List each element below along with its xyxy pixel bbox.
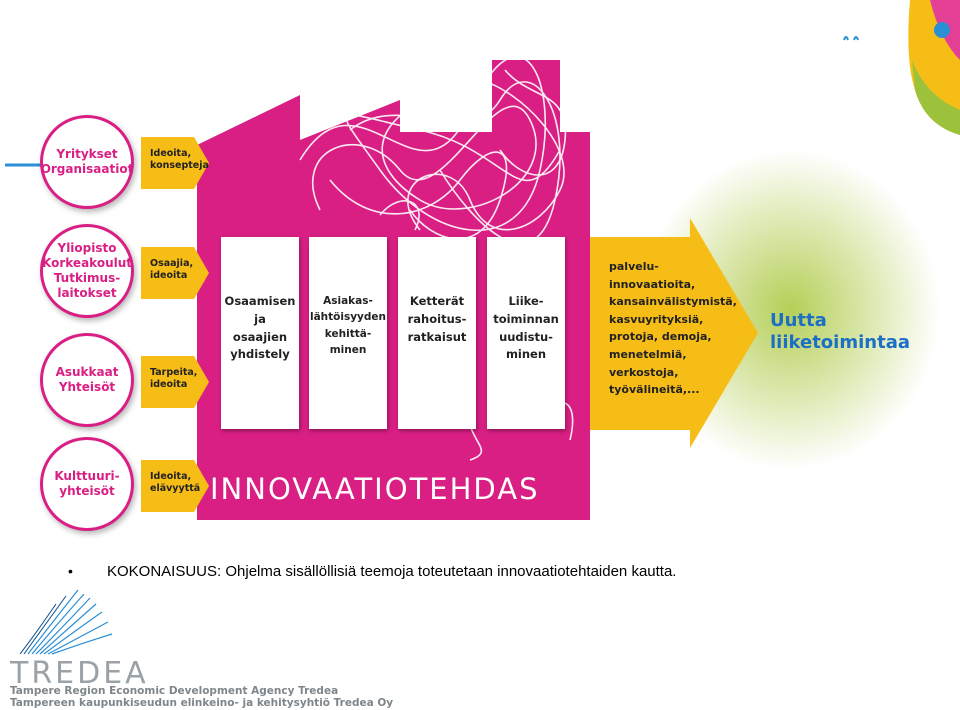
- input-arrow-label: Ideoita, elävyyttä: [150, 471, 201, 494]
- left-accent-line: [5, 163, 41, 167]
- input-arrow-ideas-concepts: [141, 137, 209, 189]
- input-arrow-label: Osaajia, ideoita: [150, 258, 194, 281]
- topic-card-business-renewal: Liike- toiminnan uudistu- minen: [487, 237, 565, 429]
- logo-line-finnish: Tampereen kaupunkiseudun elinkeino- ja k…: [10, 697, 394, 709]
- input-circle-residents: Asukkaat Yhteisöt: [40, 333, 134, 427]
- summary-text: KOKONAISUUS: Ohjelma sisällöllisiä teemo…: [107, 563, 677, 580]
- topic-card-financing: Ketterät rahoitus- ratkaisut: [398, 237, 476, 429]
- logo-line-english: Tampere Region Economic Development Agen…: [10, 685, 339, 697]
- bullet-marker: •: [68, 563, 73, 579]
- topic-card-customer-orientation: Asiakas- lähtöisyyden kehittä- minen: [309, 237, 387, 429]
- factory-name: INNOVAATIOTEHDAS: [210, 472, 540, 506]
- input-circle-companies: Yritykset Organisaatiot: [40, 115, 134, 209]
- topic-card-label: Asiakas- lähtöisyyden kehittä- minen: [309, 295, 387, 356]
- topic-card-label: Ketterät rahoitus- ratkaisut: [407, 294, 467, 344]
- topic-card-competence: Osaamisen ja osaajien yhdistely: [221, 237, 299, 429]
- input-circle-culture: Kulttuuri- yhteisöt: [40, 437, 134, 531]
- input-arrow-ideas-liveliness: [141, 460, 209, 512]
- tredea-logo-icon: [19, 589, 113, 655]
- result-label: Uutta liiketoimintaa: [770, 310, 910, 353]
- input-arrow-experts-ideas: [141, 247, 209, 299]
- input-circle-universities: Yliopisto Korkeakoulut Tutkimus- laitoks…: [40, 224, 134, 318]
- tredea-logo-text: TREDEA: [10, 656, 149, 691]
- topic-card-label: Liike- toiminnan uudistu- minen: [493, 294, 559, 362]
- input-arrow-label: Ideoita, konseptejа: [150, 148, 209, 171]
- input-arrow-label: Tarpeita, ideoita: [150, 367, 198, 390]
- topic-card-label: Osaamisen ja osaajien yhdistely: [224, 294, 296, 362]
- corner-decoration: [843, 0, 960, 135]
- output-list: palvelu- innovaatioita, kansainvälistymi…: [609, 260, 737, 397]
- input-arrow-needs-ideas: [141, 356, 209, 408]
